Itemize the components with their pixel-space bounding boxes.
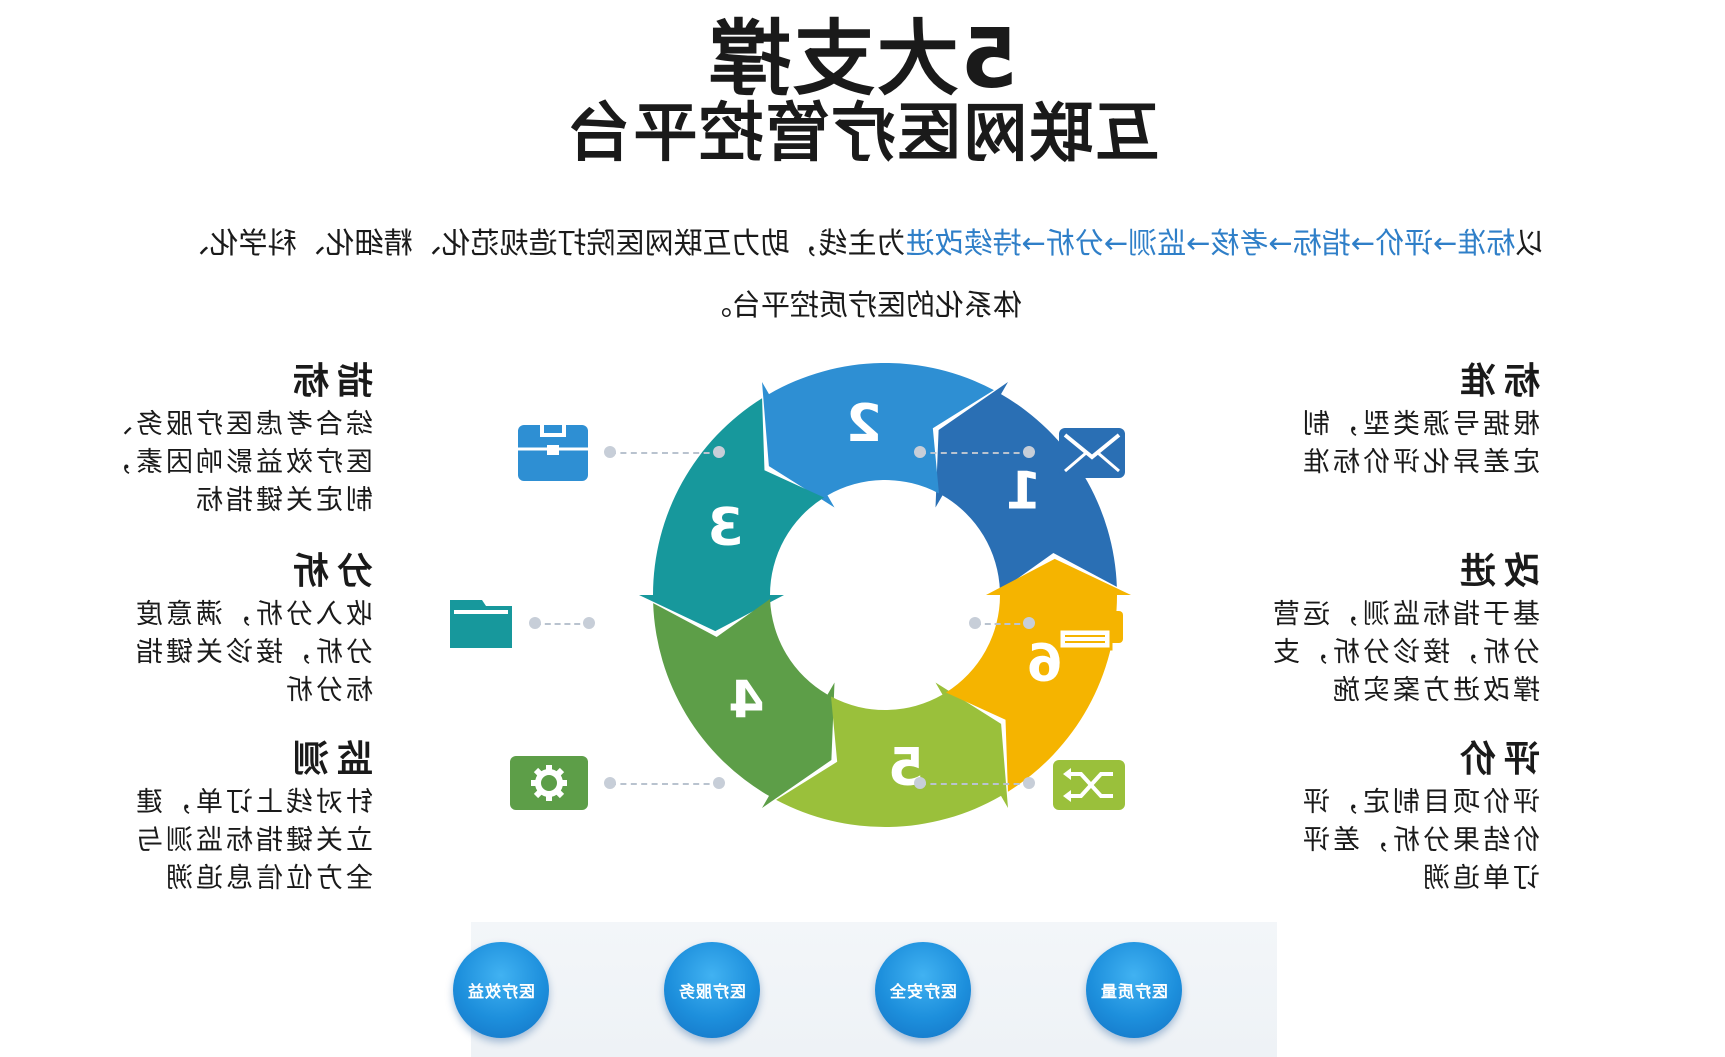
intro-highlight: 标准→评价→指标→考核→监测→分析→持续改进 [905,226,1516,260]
cycle-number-2: 2 [846,394,882,454]
desc-line: 制定关键指标 [193,485,373,516]
desc-line: 医疗效益影响因素， [103,447,373,478]
briefcase-icon [518,425,588,481]
block-desc: 收入分析，满意度 分析，接诊关键指 标分析 [73,596,373,710]
connector-dot [914,777,926,789]
desc-line: 订单追溯 [1420,863,1540,894]
envelope-icon [1059,428,1125,478]
printer-icon [1045,595,1125,651]
connector-dot [969,617,981,629]
desc-line: 分析，接诊分析，支 [1270,637,1540,668]
connector-dot [914,446,926,458]
badge-quality: 医疗质量 [1086,942,1182,1038]
block-head: 标准 [1451,361,1540,402]
desc-line: 撑改进方案实施 [1330,675,1540,706]
badges-panel: 医疗质量 医疗安全 医疗服务 医疗效益 [453,922,1277,1057]
badge-safety: 医疗安全 [875,942,971,1038]
desc-line: 评价项目制定，评 [1300,787,1540,818]
connector-dot [583,617,595,629]
connector [535,623,590,625]
intro-prefix: 以 [1515,226,1545,260]
desc-line: 收入分析，满意度 [133,599,373,630]
desc-line: 分析，接诊关键指 [133,637,373,668]
block-desc: 综合考虑医疗服务、 医疗效益影响因素， 制定关键指标 [73,406,373,520]
block-head: 指标 [284,361,373,402]
cycle-segment-1 [935,381,1117,591]
block-jiance: 监测 针对线上订单，建 立关键指标监测与 全方位信息追溯 [73,738,373,898]
badge-benefit: 医疗效益 [453,942,549,1038]
block-gaijin: 改进 基于指标监测，运营 分析，接诊分析，支 撑改进方案实施 [1240,550,1540,710]
cycle-segment-3 [639,398,825,632]
shuffle-icon [1053,760,1125,810]
connector-dot [604,446,616,458]
block-desc: 根据号源类型，制 定差异化评价标准 [1240,406,1540,482]
connector-dot [713,777,725,789]
connector [610,452,720,454]
block-head: 改进 [1451,551,1540,592]
block-desc: 基于指标监测，运营 分析，接诊分析，支 撑改进方案实施 [1240,596,1540,710]
cycle-number-3: 3 [707,498,743,558]
desc-line: 基于指标监测，运营 [1270,599,1540,630]
title-line-2: 互联网医疗管控平台 [565,97,1160,171]
block-zhibiao: 指标 综合考虑医疗服务、 医疗效益影响因素， 制定关键指标 [73,360,373,520]
desc-line: 立关键指标监测与 [133,825,373,856]
connector-dot [529,617,541,629]
desc-line: 全方位信息追溯 [163,863,373,894]
cycle-number-6: 6 [1027,634,1063,694]
connector-dot [713,446,725,458]
intro-suffix: 为主线，助力互联网医院打造规范化、精细化、科学化、 [180,226,906,260]
desc-line: 标分析 [283,675,373,706]
connector-dot [604,777,616,789]
intro-line-2: 体系化的医疗质控平台。 [703,288,1023,322]
connector [975,623,1030,625]
gear-icon [510,756,588,810]
cycle-segment-4 [653,599,835,809]
connector [610,783,720,785]
cycle-segment-2 [762,363,994,508]
desc-line: 价结果分析，差评 [1300,825,1540,856]
connector-dot [1023,617,1035,629]
folder-icon [446,598,512,650]
block-desc: 评价项目制定，评 价结果分析，差评 订单追溯 [1240,784,1540,898]
connector [920,783,1030,785]
cycle-number-4: 4 [728,670,764,730]
desc-line: 综合考虑医疗服务、 [103,409,373,440]
badge-service: 医疗服务 [664,942,760,1038]
title: 5大支撑 互联网医疗管控平台 [0,12,1725,171]
desc-line: 定差异化评价标准 [1300,447,1540,478]
block-head: 分析 [284,551,373,592]
desc-line: 针对线上订单，建 [133,787,373,818]
block-fenxi: 分析 收入分析，满意度 分析，接诊关键指 标分析 [73,550,373,710]
cycle-number-1: 1 [1005,462,1041,522]
block-desc: 针对线上订单，建 立关键指标监测与 全方位信息追溯 [73,784,373,898]
block-pingjia: 评价 评价项目制定，评 价结果分析，差评 订单追溯 [1240,738,1540,898]
title-line-1: 5大支撑 [706,12,1019,107]
block-biaozhun: 标准 根据号源类型，制 定差异化评价标准 [1240,360,1540,482]
intro-text: 以标准→评价→指标→考核→监测→分析→持续改进为主线，助力互联网医院打造规范化、… [60,212,1665,336]
desc-line: 根据号源类型，制 [1300,409,1540,440]
connector [920,452,1030,454]
connector-dot [1023,446,1035,458]
connector-dot [1023,777,1035,789]
block-head: 监测 [284,739,373,780]
cycle-segment-5 [776,682,1008,827]
cycle-number-5: 5 [888,738,924,798]
intro-line-1: 以标准→评价→指标→考核→监测→分析→持续改进为主线，助力互联网医院打造规范化、… [60,212,1665,274]
block-head: 评价 [1451,739,1540,780]
